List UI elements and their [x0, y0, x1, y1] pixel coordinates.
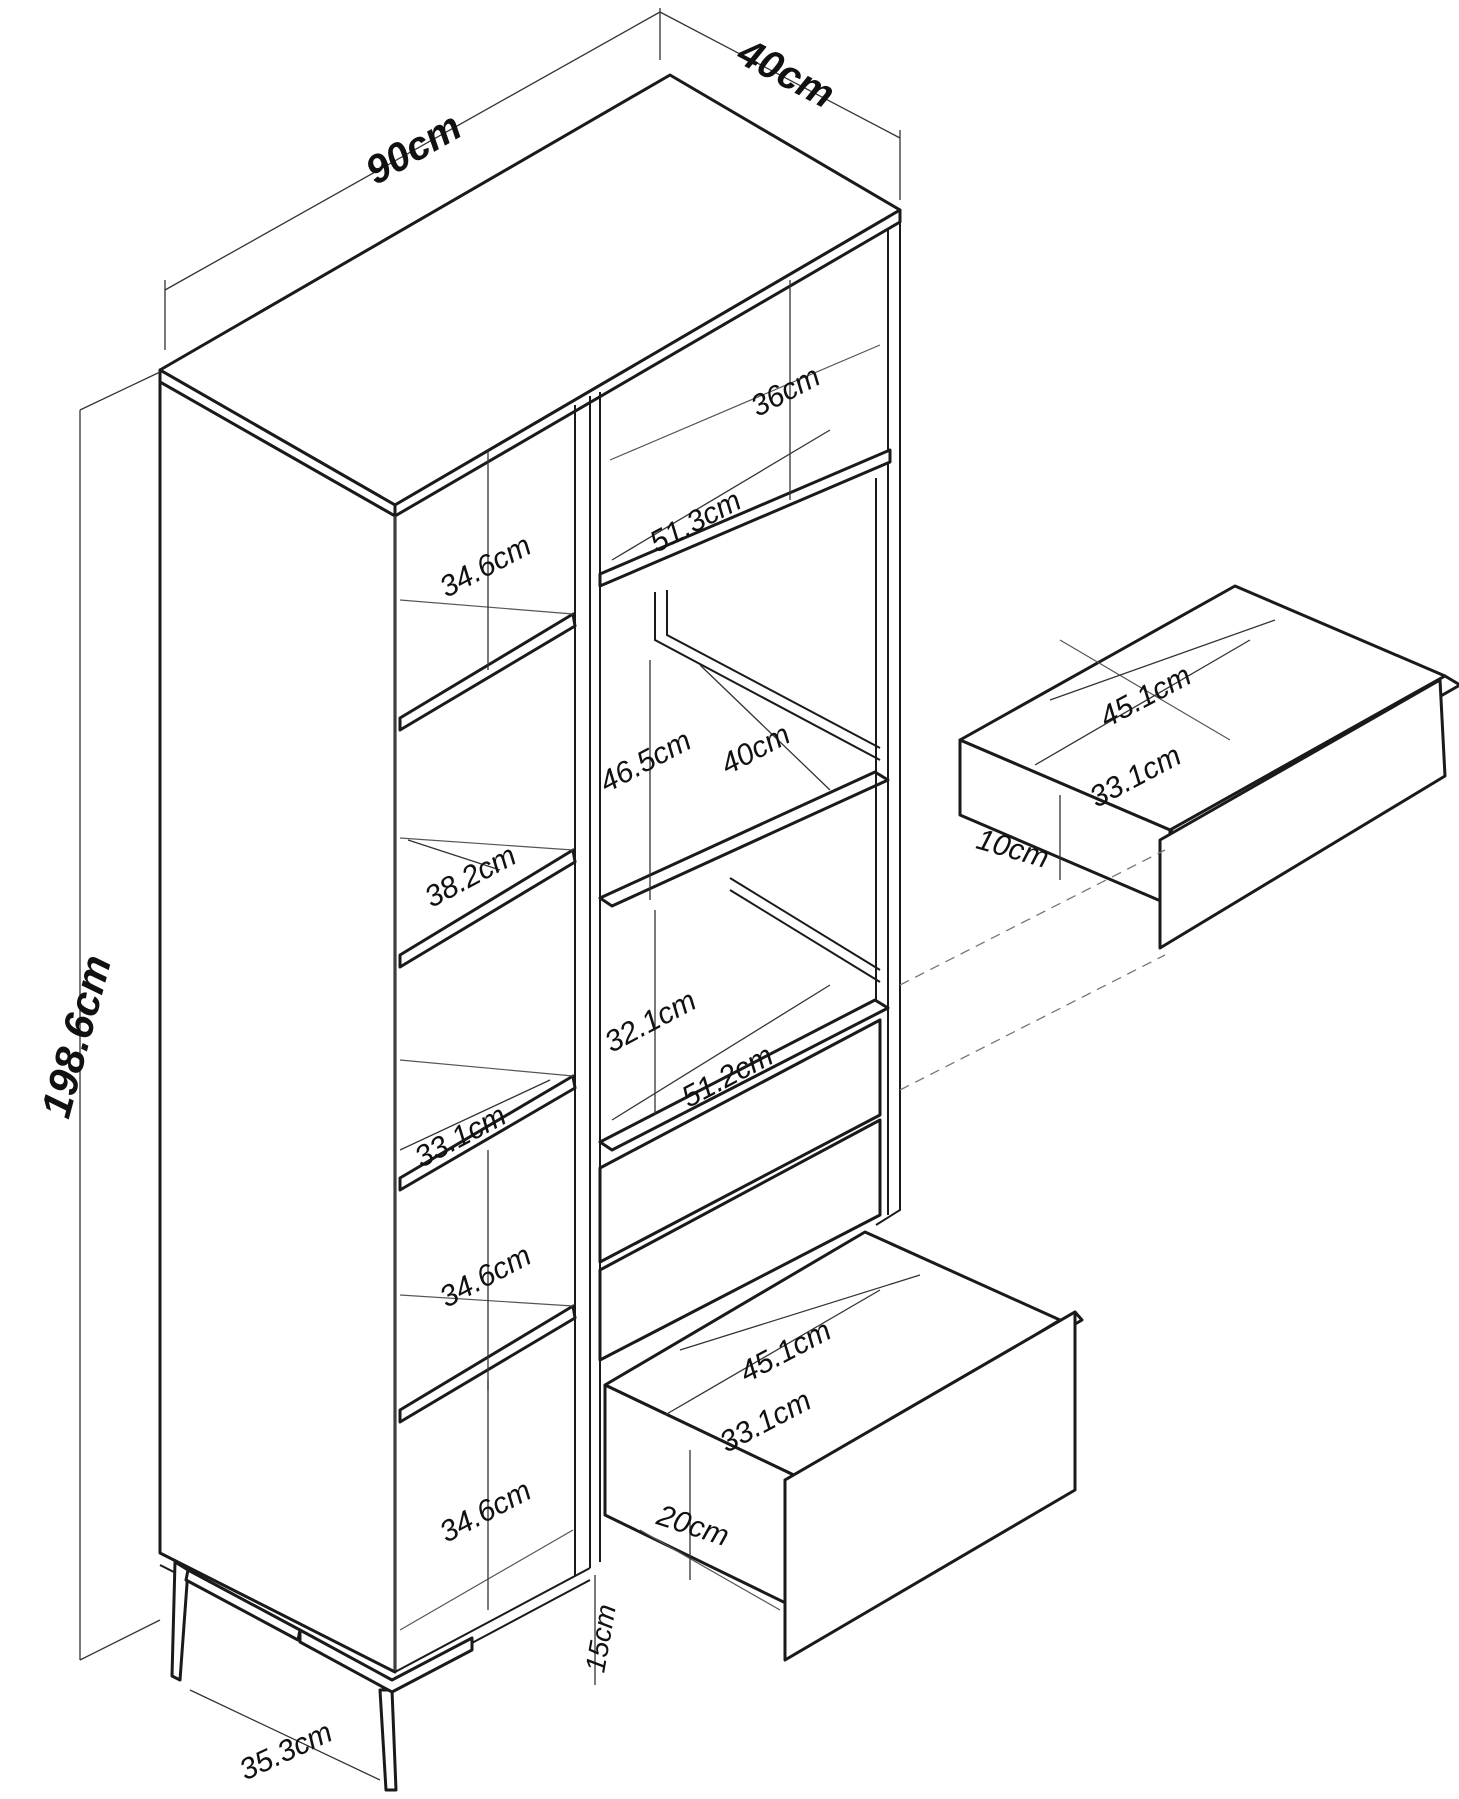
leg-span-label: 35.3cm: [234, 1716, 337, 1787]
cabinet-drawer-front-2: [598, 1118, 882, 1362]
left-top-compartment-height-label: 34.6cm: [434, 529, 536, 604]
large-drawer: [603, 1230, 1084, 1662]
left-shelf-3: [398, 1074, 577, 1192]
cabinet-body: [158, 73, 902, 1686]
leg-height-label: 15cm: [579, 1602, 621, 1675]
open-compartment-height-label: 46.5cm: [594, 724, 696, 799]
right-shelf-2: [598, 770, 890, 908]
drawer-guide-lines: [899, 849, 1166, 1091]
left-shelf-1: [398, 612, 577, 732]
middle-compartment-height-label: 32.1cm: [599, 984, 701, 1059]
small-drawer: [958, 584, 1459, 950]
width-label: 90cm: [358, 104, 469, 193]
dimension-lines: [79, 8, 1276, 1781]
open-compartment-depth-label: 40cm: [715, 718, 795, 782]
cabinet-legs: [170, 1560, 474, 1792]
right-shelf-3: [598, 998, 890, 1152]
left-shelf-2: [398, 848, 577, 969]
height-label: 198.6cm: [32, 950, 120, 1122]
cabinet-drawer-front-1: [598, 1018, 882, 1264]
left-shelf-depth-2-label: 33.1cm: [409, 1099, 511, 1174]
left-bottom-compartment-height-label: 34.6cm: [434, 1474, 536, 1549]
right-shelf-1: [598, 448, 892, 588]
right-top-compartment-height-label: 36cm: [745, 360, 825, 424]
depth-label: 40cm: [730, 30, 842, 117]
